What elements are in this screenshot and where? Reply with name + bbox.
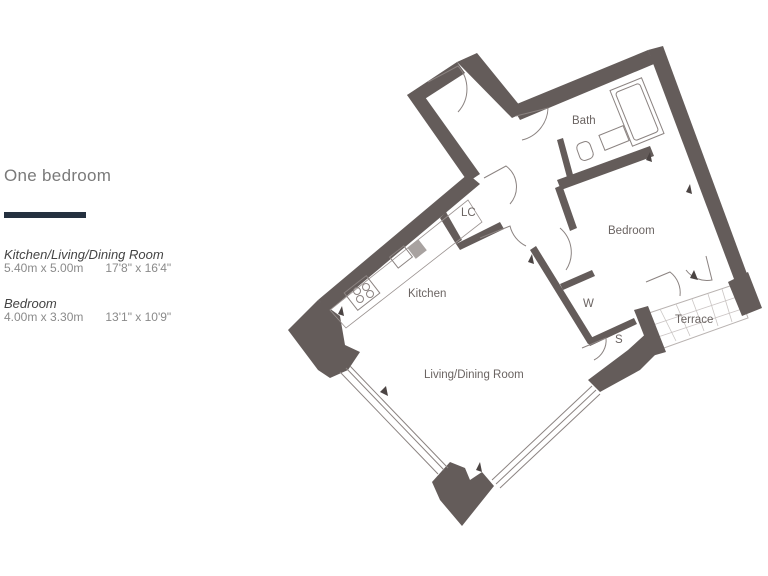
terrace-door-left xyxy=(645,271,681,297)
room-summary-kitchen-living: Kitchen/Living/Dining Room 5.40m x 5.00m… xyxy=(4,248,171,275)
arrow-marker-icon xyxy=(528,254,534,264)
arrow-marker-icon xyxy=(338,306,344,316)
metric-dimensions: 4.00m x 3.30m xyxy=(4,310,84,324)
room-label-bedroom: Bedroom xyxy=(608,225,655,237)
room-summary-name: Kitchen/Living/Dining Room xyxy=(4,247,164,262)
entrance-door xyxy=(427,65,468,113)
unit-type-title: One bedroom xyxy=(4,166,112,185)
imperial-dimensions: 17'8" x 16'4" xyxy=(105,261,172,275)
unit-info-panel: One bedroom Kitchen/Living/Dining Room 5… xyxy=(4,166,171,324)
hob-icon xyxy=(343,275,381,311)
drainer-icon xyxy=(407,239,427,259)
room-label-kitchen: Kitchen xyxy=(408,288,446,300)
kitchen-counter xyxy=(329,199,483,329)
imperial-dimensions: 13'1" x 10'9" xyxy=(105,310,172,324)
room-label-living-dining: Living/Dining Room xyxy=(424,369,524,381)
hall-door xyxy=(479,225,527,247)
room-summary-name: Bedroom xyxy=(4,296,57,311)
arrow-marker-icon xyxy=(686,184,692,194)
room-summary-dimensions: 4.00m x 3.30m 13'1" x 10'9" xyxy=(4,311,171,324)
bedroom-door xyxy=(559,227,572,271)
metric-dimensions: 5.40m x 5.00m xyxy=(4,261,84,275)
terrace-door-right xyxy=(685,255,713,281)
room-label-lc: LC xyxy=(461,207,476,219)
room-summary-dimensions: 5.40m x 5.00m 17'8" x 16'4" xyxy=(4,262,171,275)
room-summary-bedroom: Bedroom 4.00m x 3.30m 13'1" x 10'9" xyxy=(4,297,171,324)
arrow-marker-icon xyxy=(690,270,698,280)
direction-markers xyxy=(338,152,698,472)
arrow-marker-icon xyxy=(380,386,388,396)
fixtures xyxy=(329,77,665,329)
arrow-marker-icon xyxy=(646,152,652,162)
walls xyxy=(288,46,762,526)
room-label-terrace: Terrace xyxy=(675,314,713,326)
accent-divider xyxy=(4,212,86,218)
lc-door xyxy=(483,165,517,205)
store-door xyxy=(581,337,607,361)
room-label-bath: Bath xyxy=(572,115,596,127)
toilet-icon xyxy=(576,141,594,161)
basin-icon xyxy=(598,125,630,151)
sink-icon xyxy=(388,245,414,269)
bath-door xyxy=(515,107,549,141)
doors xyxy=(427,65,713,361)
bathtub-icon xyxy=(609,77,665,147)
windows xyxy=(339,365,601,489)
room-label-w: W xyxy=(583,298,594,310)
room-label-s: S xyxy=(615,334,623,346)
arrow-marker-icon xyxy=(476,462,482,472)
